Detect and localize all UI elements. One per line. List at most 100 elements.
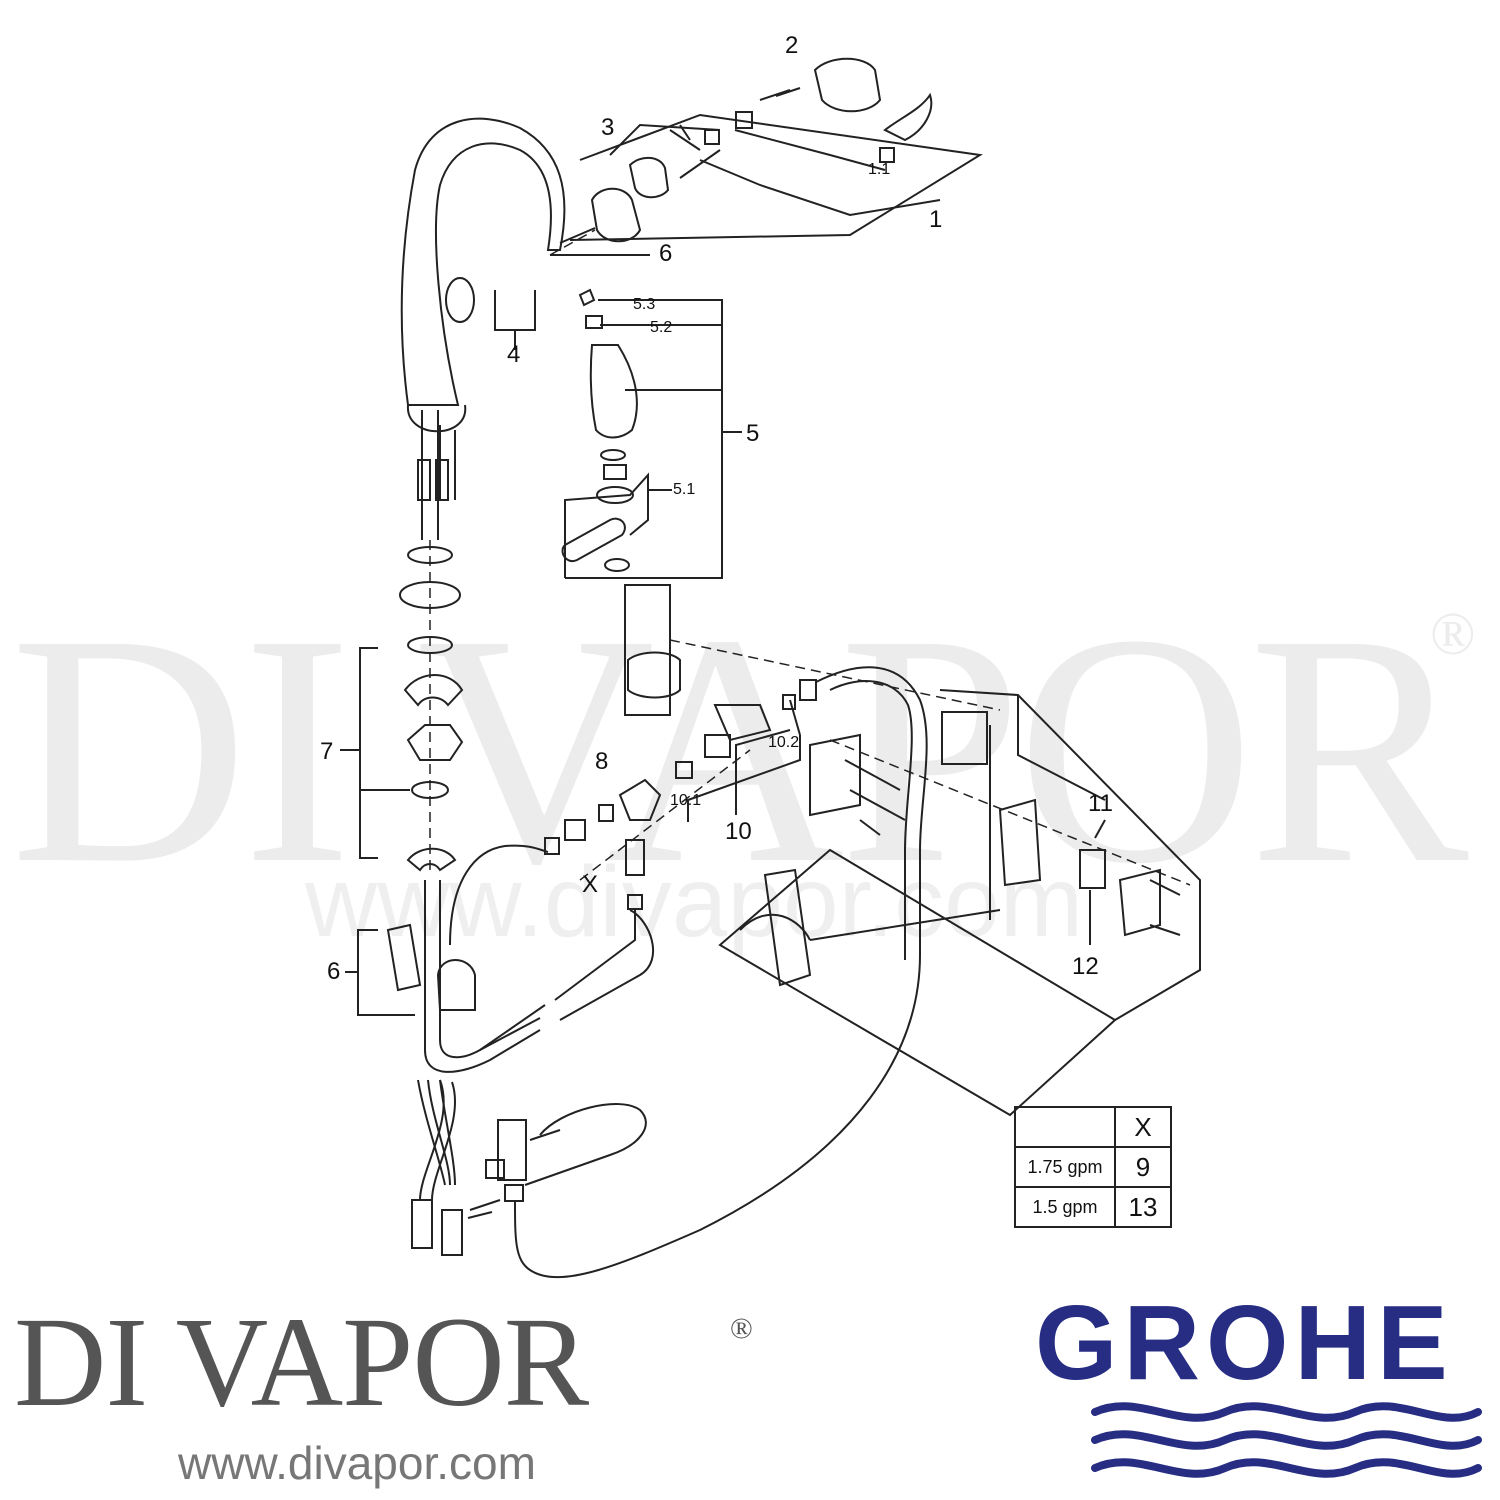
sensor-hose bbox=[514, 666, 928, 1279]
callout-1-1: 1.1 bbox=[868, 161, 891, 178]
valve-body bbox=[713, 704, 772, 742]
aerator-insert bbox=[604, 558, 630, 572]
callout-1: 1 bbox=[929, 206, 943, 233]
mounting-bracket bbox=[627, 651, 681, 699]
solenoid-housing bbox=[809, 733, 861, 817]
callout-11: 11 bbox=[1088, 790, 1113, 817]
callout-12: 12 bbox=[1072, 953, 1099, 980]
valve-seal bbox=[782, 694, 796, 710]
watermark-brand: DI VAPOR bbox=[10, 567, 1469, 932]
frame-11 bbox=[939, 689, 1201, 1021]
cartridge-nut bbox=[628, 156, 670, 199]
callout-7: 7 bbox=[320, 738, 334, 765]
leader-10-2 bbox=[789, 699, 801, 736]
callout-10-2: 10.2 bbox=[768, 734, 800, 751]
mounting-cable bbox=[739, 909, 1001, 941]
lever-handle bbox=[883, 92, 933, 142]
aerator bbox=[603, 464, 627, 480]
flow-restrictor-X bbox=[625, 839, 645, 876]
callout-6-upper: 6 bbox=[659, 240, 673, 267]
spray-seal bbox=[600, 449, 626, 461]
brand-logo-text: DI VAPOR bbox=[14, 1291, 589, 1433]
callout-5-1: 5.1 bbox=[673, 481, 696, 498]
mounting-plate bbox=[624, 584, 671, 716]
sensor-pad bbox=[941, 711, 988, 765]
aerator-housing bbox=[596, 486, 634, 504]
angle-valve-left bbox=[411, 1199, 433, 1249]
table-cell-rate: 1.5 gpm bbox=[1014, 1186, 1116, 1228]
leader-11 bbox=[1094, 819, 1106, 839]
frame-11-inner bbox=[1017, 695, 1106, 801]
callout-X: X bbox=[582, 871, 599, 898]
hose-fitting-top bbox=[799, 679, 817, 701]
callout-6-lower: 6 bbox=[327, 958, 341, 985]
restrictor-nut bbox=[627, 894, 643, 910]
cartridge bbox=[590, 187, 642, 243]
hose-nut-bottom bbox=[504, 1184, 524, 1202]
hose-guide-bracket bbox=[386, 923, 422, 992]
supply-hoses-upper bbox=[421, 410, 456, 540]
solenoid-screws bbox=[844, 759, 906, 836]
callout-5: 5 bbox=[746, 420, 760, 447]
hose-fitting bbox=[435, 459, 449, 501]
frame-3 bbox=[609, 123, 721, 156]
table-row: 1.5 gpm 13 bbox=[1014, 1186, 1172, 1228]
tee-outlet bbox=[529, 1129, 561, 1141]
frame-1-inner bbox=[699, 159, 941, 217]
cap bbox=[813, 57, 882, 113]
frame-10-1 bbox=[687, 735, 801, 822]
tee-fitting bbox=[618, 778, 662, 821]
pullout-hose bbox=[424, 880, 655, 1073]
callout-5-3: 5.3 bbox=[633, 296, 656, 313]
callout-5-2: 5.2 bbox=[650, 319, 673, 336]
table-row: X bbox=[1014, 1106, 1172, 1148]
horseshoe-washer bbox=[403, 674, 464, 707]
battery-pack bbox=[1079, 849, 1106, 889]
hose-fitting bbox=[417, 459, 431, 501]
manufacturer-logo: GROHE bbox=[1035, 1284, 1454, 1402]
outlet-hose-loop bbox=[524, 1103, 647, 1186]
mixing-tee bbox=[497, 1119, 527, 1181]
callout-3: 3 bbox=[601, 114, 615, 141]
restrictor-hose bbox=[479, 910, 636, 1051]
table-cell bbox=[1014, 1106, 1116, 1148]
check-valve bbox=[675, 761, 693, 779]
frame-5-1 bbox=[564, 472, 649, 578]
callout-4: 4 bbox=[507, 341, 521, 368]
braided-hose-right bbox=[419, 1079, 457, 1201]
frame-10 bbox=[735, 729, 791, 815]
adapter-screws bbox=[759, 87, 801, 101]
battery-cover bbox=[1118, 868, 1161, 937]
angle-valve-right bbox=[441, 1209, 463, 1256]
cover-screws bbox=[1149, 879, 1181, 936]
flow-rate-table: X 1.75 gpm 9 1.5 gpm 13 bbox=[1014, 1106, 1172, 1228]
table-header: X bbox=[1114, 1106, 1172, 1148]
faucet-handle-mount bbox=[445, 277, 475, 323]
brand-url: www.divapor.com bbox=[178, 1437, 536, 1489]
table-cell-value: 9 bbox=[1114, 1146, 1172, 1188]
callout-8: 8 bbox=[595, 748, 609, 775]
spray-head bbox=[589, 344, 638, 439]
clip bbox=[406, 847, 457, 872]
hose-loop-upper bbox=[449, 844, 549, 946]
centerline bbox=[669, 639, 1001, 711]
control-box bbox=[998, 798, 1042, 887]
hose-weight bbox=[436, 959, 476, 1011]
mounting-rail bbox=[763, 868, 812, 987]
frame-1 bbox=[569, 113, 983, 241]
mounting-base bbox=[718, 848, 1117, 1117]
table-row: 1.75 gpm 9 bbox=[1014, 1146, 1172, 1188]
valve-screws bbox=[467, 1199, 501, 1219]
hex-nut bbox=[406, 724, 464, 761]
tee-nut bbox=[485, 1159, 505, 1179]
table-cell-rate: 1.75 gpm bbox=[1014, 1146, 1116, 1188]
valve-outlet bbox=[704, 734, 731, 758]
hose-nut bbox=[564, 819, 586, 841]
leader-6-diag bbox=[559, 227, 596, 244]
aerator-key bbox=[561, 517, 626, 563]
pullout-hose-inner bbox=[439, 880, 541, 1059]
frame-7 bbox=[359, 647, 378, 859]
